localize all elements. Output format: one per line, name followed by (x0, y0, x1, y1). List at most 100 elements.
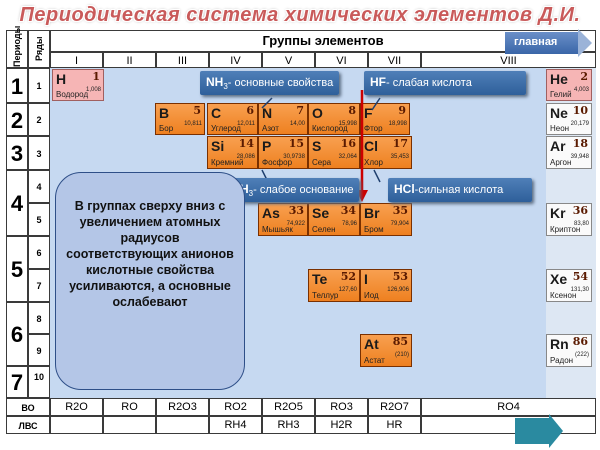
element-number: 33 (288, 204, 304, 217)
period-cell: 7 (6, 366, 28, 398)
element-name: Аргон (550, 158, 572, 167)
periods-header: Периоды (6, 26, 28, 68)
element-name: Сера (312, 158, 332, 167)
element-number: 17 (392, 137, 408, 150)
element-mass: 131,30 (570, 287, 589, 293)
element-symbol: As (262, 205, 280, 221)
hydride-formula (421, 416, 596, 434)
oxide-formula: R2O7 (368, 398, 421, 416)
row-cell: 10 (28, 366, 50, 398)
ph3-callout: PH3- слабое основание (226, 178, 360, 202)
element-symbol: Te (312, 271, 328, 287)
element-symbol: S (312, 138, 322, 154)
element-symbol: N (262, 105, 273, 121)
hcl-formula: HCl (394, 182, 415, 196)
lvs-label: ЛВС (6, 416, 50, 434)
element-mass: (210) (394, 352, 409, 358)
element-symbol: Se (312, 205, 330, 221)
element-symbol: B (159, 105, 170, 121)
element-name: Мышьяк (262, 225, 293, 234)
element-name: Кремний (211, 158, 244, 167)
element-symbol: O (312, 105, 323, 121)
rows-header: Ряды (28, 30, 50, 68)
element-mass: 20,179 (570, 121, 589, 127)
element-name: Ксенон (550, 291, 577, 300)
element-symbol: Rn (550, 336, 569, 352)
element-mass: (222) (574, 352, 589, 358)
row-cell: 3 (28, 136, 50, 170)
element-ar: Ar 18 39,948 Аргон (546, 136, 592, 169)
element-symbol: Kr (550, 205, 566, 221)
nh3-text: - основные свойства (227, 77, 334, 89)
group-numeral: II (103, 52, 156, 68)
hf-formula: HF (370, 75, 386, 89)
vo-label: ВО (6, 398, 50, 416)
period-cell: 4 (6, 170, 28, 236)
element-name: Хлор (364, 158, 383, 167)
element-mass: 127,60 (338, 287, 357, 293)
element-number: 85 (392, 335, 408, 348)
hf-text: - слабая кислота (386, 77, 472, 89)
row-cell: 9 (28, 334, 50, 366)
element-name: Углерод (211, 124, 241, 133)
element-number: 52 (340, 270, 356, 283)
period-cell: 2 (6, 103, 28, 136)
element-symbol: Ne (550, 105, 568, 121)
element-name: Радон (550, 356, 574, 365)
element-mass: 83,80 (573, 221, 589, 227)
element-name: Селен (312, 225, 336, 234)
element-number: 16 (340, 137, 356, 150)
row-cell: 5 (28, 203, 50, 236)
pointer-line (373, 169, 381, 183)
element-name: Фосфор (262, 158, 293, 167)
element-name: Иод (364, 291, 379, 300)
element-at: At 85 (210) Астат (360, 334, 412, 367)
element-symbol: P (262, 138, 272, 154)
element-mass: 12,011 (237, 121, 255, 127)
element-number: 18 (572, 137, 588, 150)
element-number: 8 (348, 104, 356, 117)
hydride-formula (156, 416, 209, 434)
nh3-callout: NH3- основные свойства (200, 71, 340, 95)
ph3-text: - слабое основание (253, 184, 354, 196)
ph3-subscript: 3 (248, 189, 254, 199)
element-symbol: Si (211, 138, 225, 154)
element-mass: 28,086 (236, 154, 255, 160)
element-number: 35 (392, 204, 408, 217)
element-number: 7 (296, 104, 304, 117)
row-cell: 4 (28, 170, 50, 203)
element-s: S 16 32,064 Сера (308, 136, 360, 169)
nh3-subscript: 3 (223, 82, 228, 92)
element-mass: 14,00 (289, 121, 305, 127)
element-symbol: F (364, 105, 373, 121)
element-number: 53 (392, 270, 408, 283)
oxide-formula: RO4 (421, 398, 596, 416)
group-numeral: I (50, 52, 103, 68)
element-name: Водород (56, 90, 89, 99)
element-he: He 2 4,003 Гелий (546, 69, 592, 101)
element-number: 9 (398, 104, 406, 117)
element-name: Теллур (312, 291, 339, 300)
hf-callout: HF- слабая кислота (364, 71, 526, 95)
next-arrow-button[interactable] (515, 414, 563, 448)
element-mass: 30,9738 (283, 154, 305, 160)
element-symbol: I (364, 271, 368, 287)
trend-note: В группах сверху вниз с увеличением атом… (55, 172, 245, 390)
element-si: Si 14 28,086 Кремний (207, 136, 258, 169)
groups-header: Группы элементов (50, 30, 596, 52)
group-numeral: III (156, 52, 209, 68)
element-name: Бор (159, 124, 174, 133)
hydride-formula: RH4 (209, 416, 262, 434)
element-number: 14 (238, 137, 254, 150)
element-mass: 10,811 (184, 121, 202, 127)
group-numeral: VI (315, 52, 368, 68)
element-mass: 74,922 (286, 221, 305, 227)
element-number: 15 (288, 137, 304, 150)
element-xe: Xe 54 131,30 Ксенон (546, 269, 592, 302)
element-number: 1 (92, 70, 100, 83)
row-cell: 2 (28, 103, 50, 136)
element-br: Br 35 79,904 Бром (360, 203, 412, 236)
main-nav-button[interactable]: главная (505, 29, 592, 57)
element-symbol: He (550, 71, 568, 87)
period-cell: 1 (6, 68, 28, 103)
